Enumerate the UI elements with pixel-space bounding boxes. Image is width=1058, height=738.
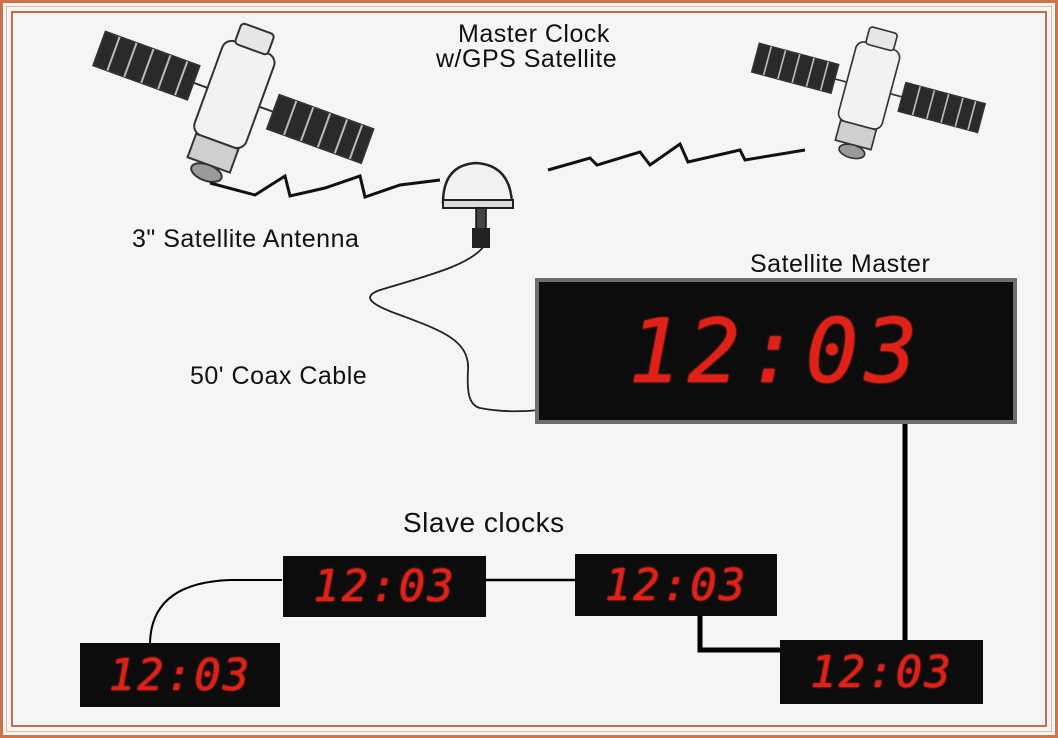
satellite-master-label: Satellite Master (750, 250, 931, 278)
slave-clock-3-digits: 12:03 (604, 559, 748, 611)
master-clock-title: Master Clock (458, 20, 610, 48)
slave-clock-2-digits: 12:03 (313, 561, 456, 612)
slave3-to-slave4-line (697, 616, 780, 653)
antenna-icon (441, 161, 514, 248)
satellite-right-icon (750, 26, 987, 160)
master-clock-subtitle: w/GPS Satellite (436, 45, 618, 73)
antenna-label: 3" Satellite Antenna (132, 225, 360, 253)
satellite-left-icon (91, 22, 375, 183)
slave1-to-slave2-line (149, 579, 282, 646)
frame-inner-border (11, 11, 1047, 727)
slave-clock-3: 12:03 (575, 554, 777, 616)
slave-clock-1: 12:03 (80, 643, 280, 707)
slave-clock-4: 12:03 (780, 640, 983, 704)
satellite-master-clock: 12:03 (535, 278, 1017, 424)
slave-clocks-label: Slave clocks (403, 507, 565, 538)
slave-clock-4-digits: 12:03 (810, 646, 953, 698)
slave-clock-2: 12:03 (283, 556, 486, 617)
coax-cable-line (369, 245, 541, 413)
coax-cable-label: 50' Coax Cable (190, 362, 368, 390)
slave-clock-1-digits: 12:03 (108, 649, 252, 701)
signal-right-zigzag (547, 141, 806, 172)
master-clock-digits: 12:03 (628, 299, 924, 403)
signal-left-zigzag (209, 173, 441, 199)
